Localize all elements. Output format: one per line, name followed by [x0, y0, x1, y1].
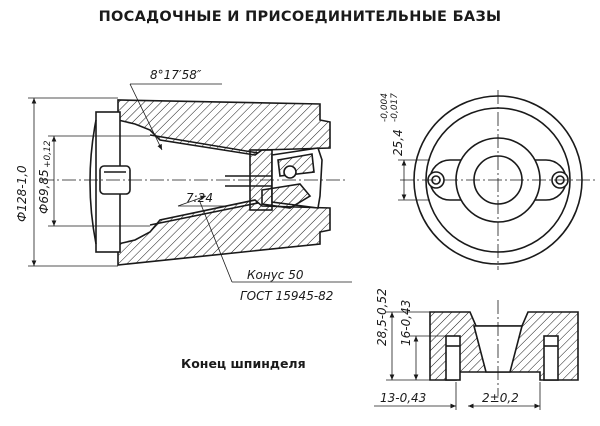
end-view-centerlines — [400, 90, 596, 270]
bore-diameter-tolerance: +0,12 — [43, 140, 53, 168]
key-height-tol-lower: -0,017 — [390, 93, 400, 122]
taper-ratio-label: 7:24 — [186, 191, 213, 205]
dimension-offsets — [374, 382, 541, 410]
dimension-outer-diameter — [28, 97, 118, 267]
section-screw-left — [445, 335, 461, 381]
flange-face-curve — [89, 119, 97, 245]
dimension-depths — [386, 311, 446, 381]
cone-label: Конус 50 — [247, 268, 304, 282]
clamp-detail-lower — [261, 183, 312, 209]
depth-28-label: 28,5-0,52 — [375, 288, 389, 346]
cone-leader — [199, 201, 352, 283]
standard-label: ГОСТ 15945-82 — [240, 289, 333, 303]
taper-angle-label: 8°17′58″ — [150, 68, 202, 82]
section-screw-right — [543, 335, 559, 381]
angle-leader — [129, 83, 222, 151]
dimension-key-height — [398, 159, 430, 201]
key-height-label: 25,4 — [391, 129, 405, 156]
key-height-tol-upper: -0,004 — [380, 93, 390, 122]
taper-line-upper — [149, 134, 259, 154]
depth-16-label: 16-0,43 — [399, 300, 413, 346]
figure-caption: Конец шпинделя — [181, 356, 306, 371]
offset-2-label: 2±0,2 — [482, 391, 519, 405]
taper-line-lower — [149, 202, 259, 226]
clamp-ball — [283, 165, 297, 179]
bore-diameter-label: Ф69,85 — [37, 169, 51, 214]
outer-diameter-label: Ф128-1,0 — [15, 165, 29, 222]
page-title: ПОСАДОЧНЫЕ И ПРИСОЕДИНИТЕЛЬНЫЕ БАЗЫ — [98, 9, 502, 25]
spindle-section-view — [89, 99, 331, 266]
offset-13-label: 13-0,43 — [380, 391, 426, 405]
dimension-bore-diameter — [48, 135, 150, 227]
key-section-view — [429, 311, 579, 381]
